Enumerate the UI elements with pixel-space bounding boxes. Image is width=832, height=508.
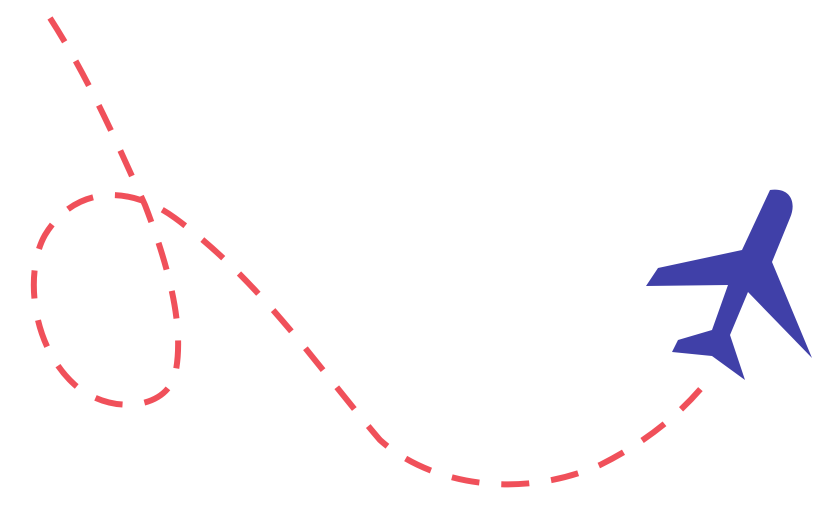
airplane-icon [646,189,812,380]
dashed-flight-path [30,16,715,488]
